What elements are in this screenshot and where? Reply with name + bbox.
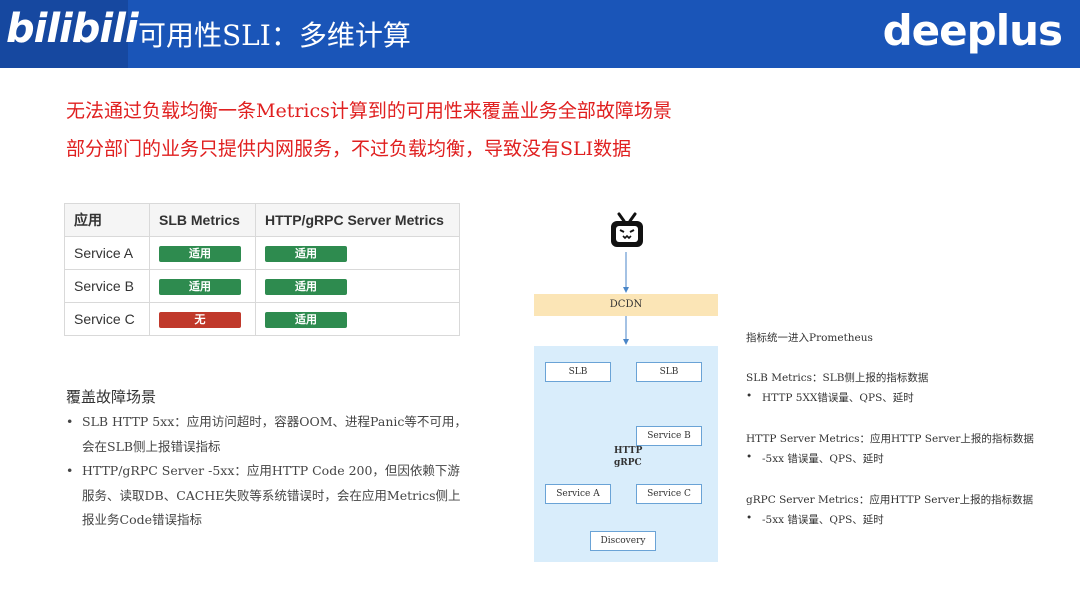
table-row: Service B 适用 适用 bbox=[64, 269, 460, 303]
protocol-http: HTTP bbox=[614, 446, 643, 456]
coverage-list: SLB HTTP 5xx：应用访问超时，容器OOM、进程Panic等不可用，会在… bbox=[66, 410, 471, 533]
server-cell: 适用 bbox=[255, 236, 460, 270]
service-c-node: Service C bbox=[636, 484, 702, 504]
header-app: 应用 bbox=[64, 203, 150, 237]
grpc-metrics-bullet: -5xx 错误量、QPS、延时 bbox=[746, 512, 884, 527]
service-name: Service B bbox=[64, 269, 150, 303]
status-badge: 适用 bbox=[265, 246, 347, 262]
bilibili-tv-icon bbox=[611, 212, 643, 247]
slb-metrics-title: SLB Metrics：SLB侧上报的指标数据 bbox=[746, 372, 929, 384]
service-b-node: Service B bbox=[636, 426, 702, 446]
service-name: Service A bbox=[64, 236, 150, 270]
coverage-item: SLB HTTP 5xx：应用访问超时，容器OOM、进程Panic等不可用，会在… bbox=[66, 410, 471, 459]
header-bar: bilibili 可用性SLI：多维计算 deeplus bbox=[0, 0, 1080, 68]
table-header-row: 应用 SLB Metrics HTTP/gRPC Server Metrics bbox=[64, 203, 460, 237]
protocol-grpc: gRPC bbox=[614, 458, 642, 468]
table-row: Service C 无 适用 bbox=[64, 302, 460, 336]
dcdn-box: DCDN bbox=[534, 294, 718, 316]
architecture-diagram: DCDN SLB SLB Service B HTTP gRPC Service… bbox=[530, 210, 730, 570]
slide-title: 可用性SLI：多维计算 bbox=[138, 19, 411, 52]
coverage-item: HTTP/gRPC Server -5xx：应用HTTP Code 200，但因… bbox=[66, 459, 471, 533]
intro-line-1: 无法通过负载均衡一条Metrics计算到的可用性来覆盖业务全部故障场景 bbox=[66, 100, 672, 122]
logo-text: bilibili bbox=[6, 6, 139, 52]
status-badge: 适用 bbox=[159, 279, 241, 295]
server-cell: 适用 bbox=[255, 302, 460, 336]
grpc-metrics-title: gRPC Server Metrics：应用HTTP Server上报的指标数据 bbox=[746, 494, 1034, 506]
coverage-title: 覆盖故障场景 bbox=[66, 388, 157, 406]
discovery-node: Discovery bbox=[590, 531, 656, 551]
slb-cell: 无 bbox=[149, 302, 256, 336]
status-badge: 适用 bbox=[265, 312, 347, 328]
status-badge: 无 bbox=[159, 312, 241, 328]
datacenter-panel bbox=[534, 346, 718, 562]
intro-line-2: 部分部门的业务只提供内网服务，不过负载均衡，导致没有SLI数据 bbox=[66, 138, 632, 160]
header-server: HTTP/gRPC Server Metrics bbox=[255, 203, 460, 237]
bilibili-logo: bilibili bbox=[0, 0, 139, 68]
service-name: Service C bbox=[64, 302, 150, 336]
slb-cell: 适用 bbox=[149, 236, 256, 270]
header-slb: SLB Metrics bbox=[149, 203, 256, 237]
status-badge: 适用 bbox=[159, 246, 241, 262]
server-cell: 适用 bbox=[255, 269, 460, 303]
status-badge: 适用 bbox=[265, 279, 347, 295]
slb-node-1: SLB bbox=[545, 362, 611, 382]
deeplus-logo: deeplus bbox=[882, 6, 1063, 55]
http-metrics-title: HTTP Server Metrics：应用HTTP Server上报的指标数据 bbox=[746, 433, 1034, 445]
slb-metrics-bullet: HTTP 5XX错误量、QPS、延时 bbox=[746, 390, 914, 405]
slb-cell: 适用 bbox=[149, 269, 256, 303]
service-a-node: Service A bbox=[545, 484, 611, 504]
http-metrics-bullet: -5xx 错误量、QPS、延时 bbox=[746, 451, 884, 466]
slb-node-2: SLB bbox=[636, 362, 702, 382]
protocol-label: HTTP gRPC bbox=[614, 445, 642, 469]
prometheus-heading: 指标统一进入Prometheus bbox=[746, 332, 873, 344]
table-row: Service A 适用 适用 bbox=[64, 236, 460, 270]
metrics-table: 应用 SLB Metrics HTTP/gRPC Server Metrics … bbox=[64, 203, 460, 336]
